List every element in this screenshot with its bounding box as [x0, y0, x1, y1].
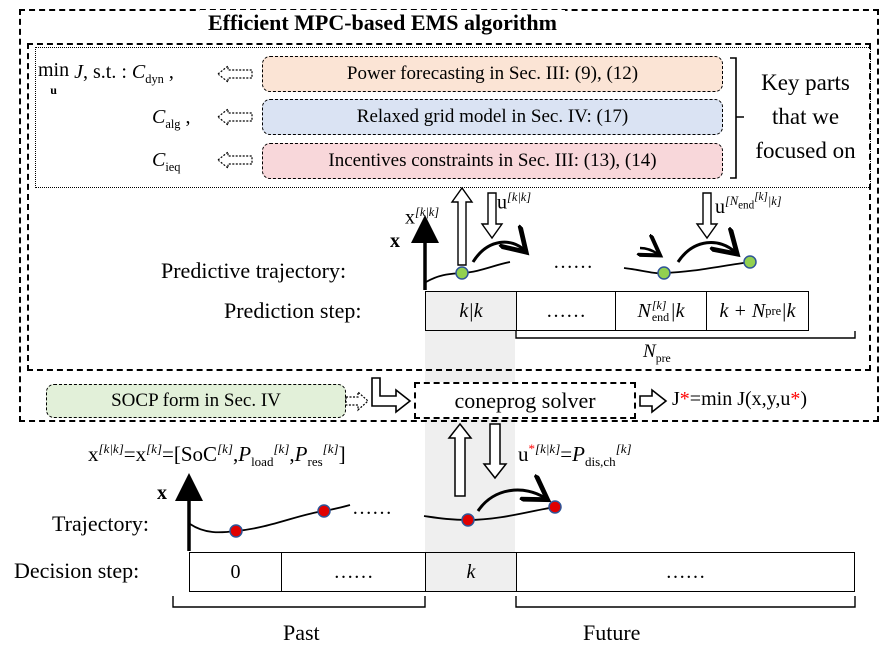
- socp-form-box: SOCP form in Sec. IV: [46, 384, 346, 418]
- prediction-x-axis-label: x: [390, 230, 400, 252]
- trajectory-point-4: [548, 500, 562, 514]
- constraint-arrows: [217, 64, 253, 170]
- part-relaxed-grid: Relaxed grid model in Sec. IV: (17): [262, 99, 723, 135]
- predictive-point-1: [455, 266, 469, 280]
- objective-box: [35, 47, 871, 188]
- future-label: Future: [583, 620, 641, 645]
- decision-step-label: Decision step:: [14, 558, 140, 583]
- coneprog-solver-box: coneprog solver: [414, 382, 636, 419]
- decision-cell-k: k: [425, 552, 516, 592]
- trajectory-point-2: [317, 504, 331, 518]
- npre-label: Npre: [643, 341, 671, 365]
- objective-link-arrows: [450, 186, 719, 266]
- diagram-title: Efficient MPC-based EMS algorithm: [200, 10, 565, 36]
- input-equation: u*[k|k]=Pdis,ch[k]: [518, 441, 632, 470]
- predictive-curved-arrow-2: [676, 243, 735, 263]
- past-label: Past: [283, 620, 320, 645]
- mpc-frame: [27, 43, 871, 371]
- predictive-curved-arrow-1: [471, 242, 524, 263]
- part-power-forecasting: Power forecasting in Sec. III: (9), (12): [262, 56, 723, 92]
- solver-link-arrows: [447, 422, 508, 497]
- constraint-ieq: Cieq: [152, 149, 181, 174]
- trajectory-current: [423, 506, 556, 521]
- prediction-cell-kk: k|k: [425, 291, 516, 331]
- decision-x-axis-label: x: [157, 482, 167, 504]
- solver-to-result-arrow: [639, 388, 668, 414]
- key-parts-bracket: [730, 57, 744, 179]
- npre-bracket: [515, 331, 856, 339]
- prediction-cell-nend: N[k]end|k: [615, 291, 706, 331]
- trajectory-past: [189, 504, 351, 534]
- decision-cell-0: 0: [189, 552, 281, 592]
- prediction-dots: ……: [553, 251, 593, 273]
- prediction-first-input-label: u[k|k]: [497, 190, 532, 214]
- constraint-alg: Calg ,: [152, 106, 191, 131]
- prediction-step-label: Prediction step:: [224, 298, 362, 323]
- decision-cell-dots-future: ……: [516, 552, 855, 592]
- future-bracket: [515, 596, 856, 608]
- trajectory-label: Trajectory:: [52, 511, 149, 536]
- socp-to-solver-arrow: [371, 377, 412, 414]
- trajectory-point-3: [461, 513, 475, 527]
- decision-cell-dots-past: ……: [281, 552, 425, 592]
- key-parts-label: Key parts that we focused on: [755, 70, 856, 163]
- state-equation: x[k|k]=x[k]=[SoC[k],Pload[k],Pres[k]]: [88, 441, 346, 470]
- trajectory-curved-arrow: [476, 490, 545, 512]
- prediction-cell-dots: ……: [516, 291, 615, 331]
- objective-formula: min u J, s.t. : Cdyn ,: [38, 59, 174, 97]
- predictive-curved-arrow-small: [640, 248, 658, 254]
- predictive-point-3: [743, 255, 757, 269]
- predictive-trajectory-label: Predictive trajectory:: [161, 258, 347, 283]
- predictive-trajectory-end: [623, 261, 751, 275]
- past-bracket: [172, 596, 426, 608]
- socp-small-arrow: [345, 390, 369, 412]
- solver-result: J*=min J(x,y,u*): [672, 388, 808, 410]
- predictive-point-2: [657, 266, 671, 280]
- decision-dots: ……: [352, 497, 392, 519]
- trajectory-point-1: [229, 524, 243, 538]
- part-incentives: Incentives constraints in Sec. III: (13)…: [262, 143, 723, 179]
- prediction-last-input-label: u[Nend[k]|k]: [715, 191, 782, 218]
